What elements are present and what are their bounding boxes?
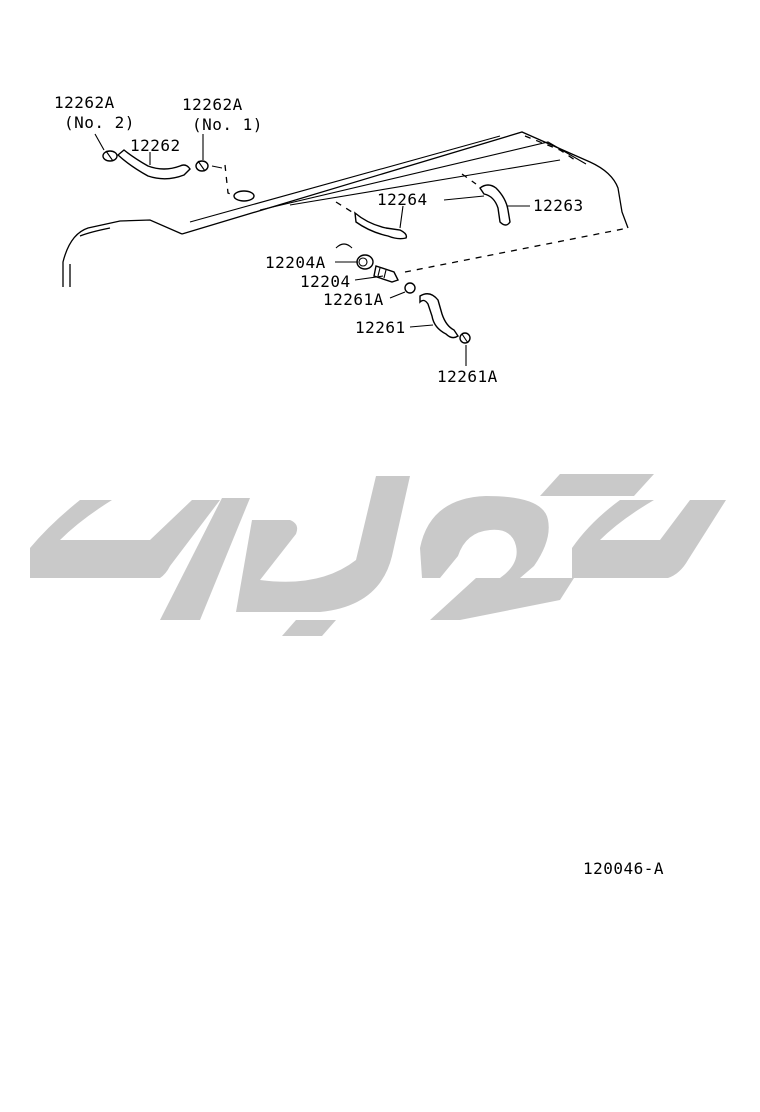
part-12264-hose bbox=[335, 201, 408, 240]
label-12261A-upper: 12261A bbox=[323, 290, 384, 309]
label-12262A-no1: 12262A bbox=[182, 95, 243, 114]
label-12262A-no1-sub: (No. 1) bbox=[192, 115, 263, 134]
engine-outline bbox=[62, 131, 629, 287]
label-12204A: 12204A bbox=[265, 253, 326, 272]
pipe-stub-valve-cover bbox=[233, 190, 255, 202]
label-12263: 12263 bbox=[533, 196, 584, 215]
part-12204-pcv-valve bbox=[373, 265, 399, 283]
label-12204: 12204 bbox=[300, 272, 351, 291]
label-12262A-no2-sub: (No. 2) bbox=[64, 113, 135, 132]
label-12264: 12264 bbox=[377, 190, 428, 209]
part-12204A-gasket bbox=[335, 243, 374, 270]
part-12262-hose bbox=[116, 149, 191, 180]
part-labels: 12262A (No. 2) 12262A (No. 1) 12262 1226… bbox=[54, 93, 584, 386]
part-12263-hose bbox=[461, 173, 511, 226]
clamp-12262A-no2 bbox=[102, 150, 118, 162]
label-12262: 12262 bbox=[130, 136, 181, 155]
label-12261: 12261 bbox=[355, 318, 406, 337]
watermark-logo bbox=[30, 474, 726, 636]
leader-lines bbox=[94, 133, 530, 366]
clamp-12261A-lower bbox=[459, 332, 471, 344]
figure-code: 120046-A bbox=[583, 859, 664, 878]
label-12261A-lower: 12261A bbox=[437, 367, 498, 386]
label-12262A-no2: 12262A bbox=[54, 93, 115, 112]
clamp-12262A-no1 bbox=[195, 160, 209, 172]
part-12261-hose bbox=[419, 293, 459, 339]
clamp-12261A-upper bbox=[404, 282, 416, 294]
